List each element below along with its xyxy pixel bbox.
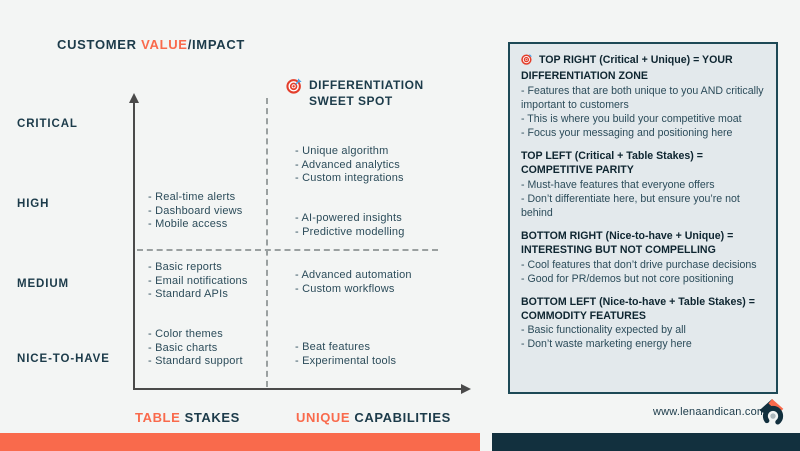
- list-item: - Advanced automation: [295, 269, 412, 281]
- panel-bullet: - Must-have features that everyone offer…: [521, 178, 715, 191]
- chart-title: CUSTOMER VALUE/IMPACT: [57, 37, 245, 52]
- list-item: - AI-powered insights: [295, 212, 402, 224]
- list-item: - Standard support: [148, 355, 243, 367]
- panel-bullet: - Features that are both unique to you A…: [521, 84, 764, 111]
- y-axis-label-high: HIGH: [17, 198, 50, 210]
- panel-section-heading: BOTTOM RIGHT (Nice-to-have + Unique) = I…: [521, 229, 734, 256]
- quadrant-top-right-upper-list: - Unique algorithm - Advanced analytics …: [295, 145, 404, 186]
- target-icon: [521, 53, 536, 68]
- list-item: - Standard APIs: [148, 288, 229, 300]
- quadrant-top-right-lower-list: - AI-powered insights - Predictive model…: [295, 212, 405, 239]
- panel-bullet: - Good for PR/demos but not core positio…: [521, 272, 734, 285]
- x-axis-line: [133, 388, 463, 390]
- footer-bar-navy: [492, 433, 800, 451]
- panel-bullet: - This is where you build your competiti…: [521, 112, 742, 125]
- panel-bullet: - Focus your messaging and positioning h…: [521, 126, 733, 139]
- y-axis-line: [133, 102, 135, 390]
- panel-section-heading: BOTTOM LEFT (Nice-to-have + Table Stakes…: [521, 295, 755, 322]
- x-axis-label-table-stakes: TABLE STAKES: [135, 410, 240, 425]
- list-item: - Experimental tools: [295, 354, 397, 367]
- quadrant-bottom-left-upper-list: - Basic reports - Email notifications - …: [148, 261, 248, 302]
- panel-section-top-right: TOP RIGHT (Critical + Unique) = YOUR DIF…: [521, 53, 765, 141]
- explanation-panel: TOP RIGHT (Critical + Unique) = YOUR DIF…: [508, 42, 778, 394]
- chart-title-accent: VALUE: [141, 37, 188, 52]
- quadrant-top-left-list: - Real-time alerts - Dashboard views - M…: [148, 191, 243, 232]
- list-item: - Custom workflows: [295, 282, 395, 295]
- panel-bullet: - Basic functionality expected by all: [521, 324, 686, 337]
- list-item: - Dashboard views: [148, 204, 243, 217]
- panel-section-heading: TOP RIGHT (Critical + Unique) = YOUR DIF…: [521, 53, 733, 82]
- quadrant-divider-horizontal: [137, 249, 438, 251]
- footer-bar-orange: [0, 433, 480, 451]
- sweet-spot-callout: DIFFERENTIATION SWEET SPOT: [286, 77, 424, 109]
- quadrant-bottom-right-lower-list: - Beat features - Experimental tools: [295, 341, 396, 368]
- x-axis-label-unique-capabilities: UNIQUE CAPABILITIES: [296, 410, 451, 425]
- list-item: - Basic charts: [148, 341, 218, 354]
- chart-title-post: /IMPACT: [187, 37, 246, 52]
- target-icon: [286, 77, 303, 99]
- y-axis-label-nice-to-have: NICE-TO-HAVE: [17, 353, 110, 365]
- panel-bullet: - Cool features that don’t drive purchas…: [521, 258, 757, 271]
- brand-logo-icon: [755, 396, 791, 433]
- list-item: - Unique algorithm: [295, 145, 389, 157]
- sweet-spot-label: DIFFERENTIATION SWEET SPOT: [309, 78, 424, 108]
- quadrant-bottom-left-lower-list: - Color themes - Basic charts - Standard…: [148, 328, 243, 369]
- chart-title-pre: CUSTOMER: [57, 37, 142, 52]
- list-item: - Beat features: [295, 341, 371, 353]
- quadrant-divider-vertical: [266, 98, 268, 387]
- list-item: - Email notifications: [148, 274, 248, 287]
- panel-section-bottom-right: BOTTOM RIGHT (Nice-to-have + Unique) = I…: [521, 230, 765, 287]
- quadrant-bottom-right-upper-list: - Advanced automation - Custom workflows: [295, 269, 412, 296]
- panel-section-heading: TOP LEFT (Critical + Table Stakes) = COM…: [521, 149, 703, 176]
- list-item: - Real-time alerts: [148, 191, 236, 203]
- list-item: - Custom integrations: [295, 172, 404, 184]
- list-item: - Predictive modelling: [295, 225, 405, 238]
- list-item: - Advanced analytics: [295, 158, 400, 171]
- panel-bullet: - Don’t waste marketing energy here: [521, 338, 692, 351]
- x-axis-arrow-icon: [461, 384, 471, 394]
- panel-bullet: - Don’t differentiate here, but ensure y…: [521, 192, 740, 219]
- panel-section-bottom-left: BOTTOM LEFT (Nice-to-have + Table Stakes…: [521, 296, 765, 353]
- list-item: - Color themes: [148, 328, 223, 340]
- website-url: www.lenaandican.com: [653, 406, 767, 418]
- list-item: - Basic reports: [148, 261, 222, 273]
- list-item: - Mobile access: [148, 218, 228, 230]
- y-axis-label-medium: MEDIUM: [17, 278, 70, 290]
- y-axis-label-critical: CRITICAL: [17, 118, 78, 130]
- y-axis-arrow-icon: [129, 93, 139, 103]
- panel-section-top-left: TOP LEFT (Critical + Table Stakes) = COM…: [521, 150, 765, 221]
